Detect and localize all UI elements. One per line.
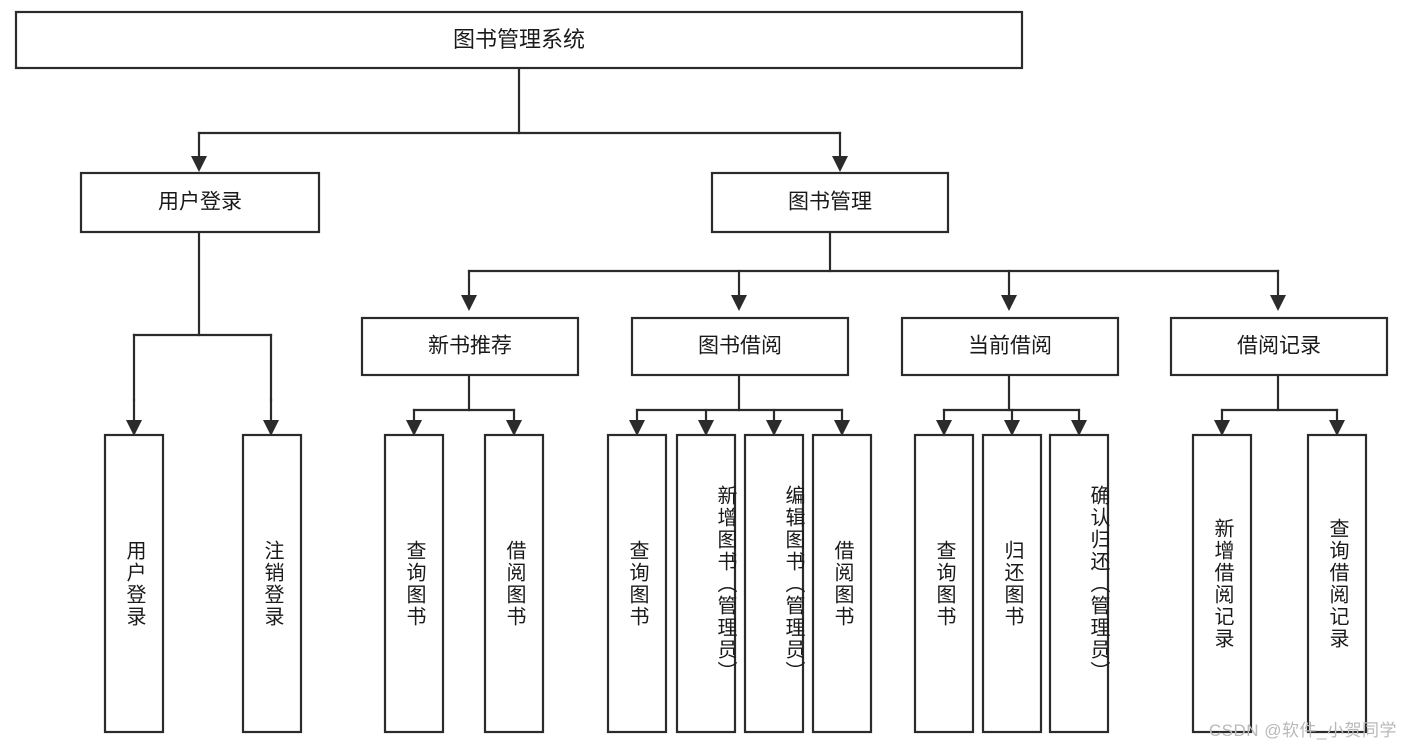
leaf-node-confirm-return-admin[interactable]: [1048, 433, 1110, 734]
node-root-system[interactable]: 图书管理系统: [14, 10, 1024, 70]
node-current-borrow[interactable]: 当前借阅: [900, 316, 1120, 377]
node-new-book-recommend[interactable]: 新书推荐: [360, 316, 580, 377]
connector-group-userlogin-to-leaves: [126, 230, 279, 436]
node-borrow-record-label: 借阅记录: [1237, 335, 1321, 358]
connector-group-bookborrow-to-leaves: [629, 373, 850, 436]
node-book-management-label: 图书管理: [788, 191, 872, 214]
node-borrow-record[interactable]: 借阅记录: [1169, 316, 1389, 377]
leaf-node-add-borrow-record[interactable]: [1191, 433, 1253, 734]
leaf-node-query-book-recommend[interactable]: [383, 433, 445, 734]
node-current-borrow-label: 当前借阅: [968, 335, 1052, 358]
csdn-watermark: CSDN @软件_小贺同学: [1208, 721, 1397, 740]
node-root-system-label: 图书管理系统: [453, 27, 585, 52]
connector-group-borrowrecord-to-leaves: [1214, 373, 1345, 436]
leaf-node-add-book-admin[interactable]: [675, 433, 737, 734]
leaf-node-borrow-book[interactable]: [811, 433, 873, 734]
leaf-node-user-login[interactable]: [103, 433, 165, 734]
connector-group-root-to-level2: [191, 66, 848, 172]
node-new-book-recommend-label: 新书推荐: [428, 335, 512, 358]
connector-group-newbook-to-leaves: [406, 373, 522, 436]
node-user-login[interactable]: 用户登录: [79, 171, 321, 234]
connector-group-currentborrow-to-leaves: [936, 373, 1087, 436]
connector-group-booksys-to-level3: [461, 230, 1286, 311]
leaf-node-query-book-borrow[interactable]: [606, 433, 668, 734]
leaf-node-borrow-book-recommend[interactable]: [483, 433, 545, 734]
node-user-login-label: 用户登录: [158, 191, 242, 214]
leaf-node-edit-book-admin[interactable]: [743, 433, 805, 734]
leaf-node-logout[interactable]: [241, 433, 303, 734]
node-book-borrow[interactable]: 图书借阅: [630, 316, 850, 377]
node-book-management[interactable]: 图书管理: [710, 171, 950, 234]
leaf-node-return-book[interactable]: [981, 433, 1043, 734]
node-book-borrow-label: 图书借阅: [698, 335, 782, 358]
leaf-node-query-book-current[interactable]: [913, 433, 975, 734]
leaf-node-query-borrow-record[interactable]: [1306, 433, 1368, 734]
